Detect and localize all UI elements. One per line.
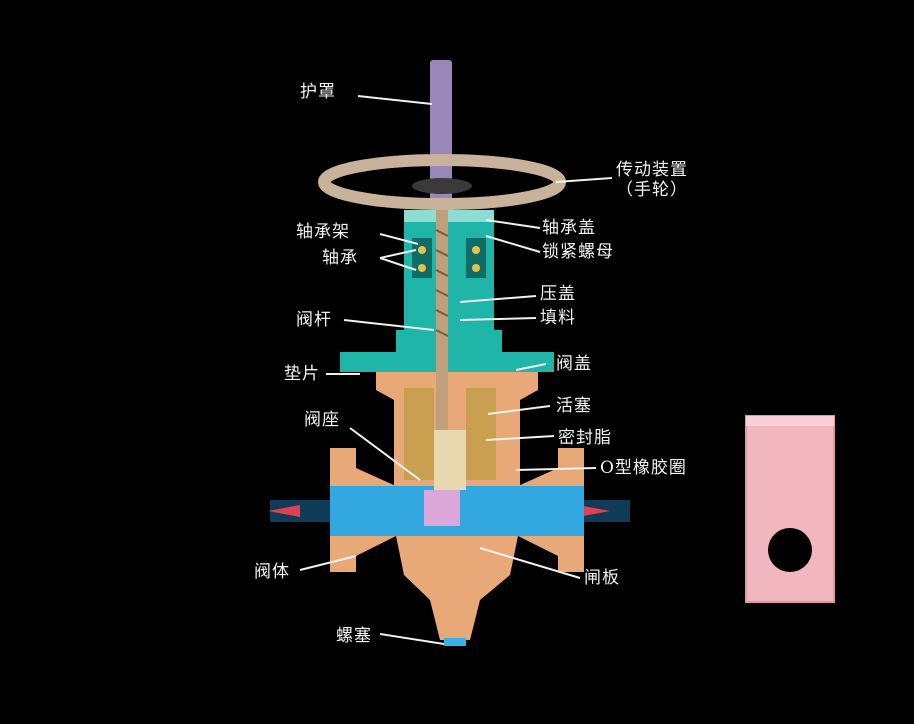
label-stem: 阀杆 [296,310,332,330]
label-piston: 活塞 [556,396,592,416]
label-bearing-cover: 轴承盖 [542,218,596,238]
label-bonnet: 阀盖 [556,354,592,374]
label-drive-sub: （手轮） [616,180,688,200]
label-gasket: 垫片 [284,364,320,384]
label-plug: 螺塞 [336,626,372,646]
label-bearing: 轴承 [322,248,358,268]
label-lock-nut: 锁紧螺母 [542,242,614,262]
label-o-ring: O型橡胶圈 [600,458,687,478]
label-hood: 护罩 [300,82,336,102]
label-bearing-frame: 轴承架 [296,222,350,242]
label-body: 阀体 [254,562,290,582]
label-drive-main: 传动装置 [616,160,688,180]
label-gate: 闸板 [584,568,620,588]
label-sealant: 密封脂 [558,428,612,448]
label-seat: 阀座 [304,410,340,430]
stem-shape [424,60,460,526]
label-packing: 填料 [540,308,576,328]
side-block [745,415,835,603]
label-drive: 传动装置 （手轮） [616,160,688,200]
sealant-chamber [404,388,496,490]
leader-lines [299,95,613,645]
label-gland: 压盖 [540,284,576,304]
